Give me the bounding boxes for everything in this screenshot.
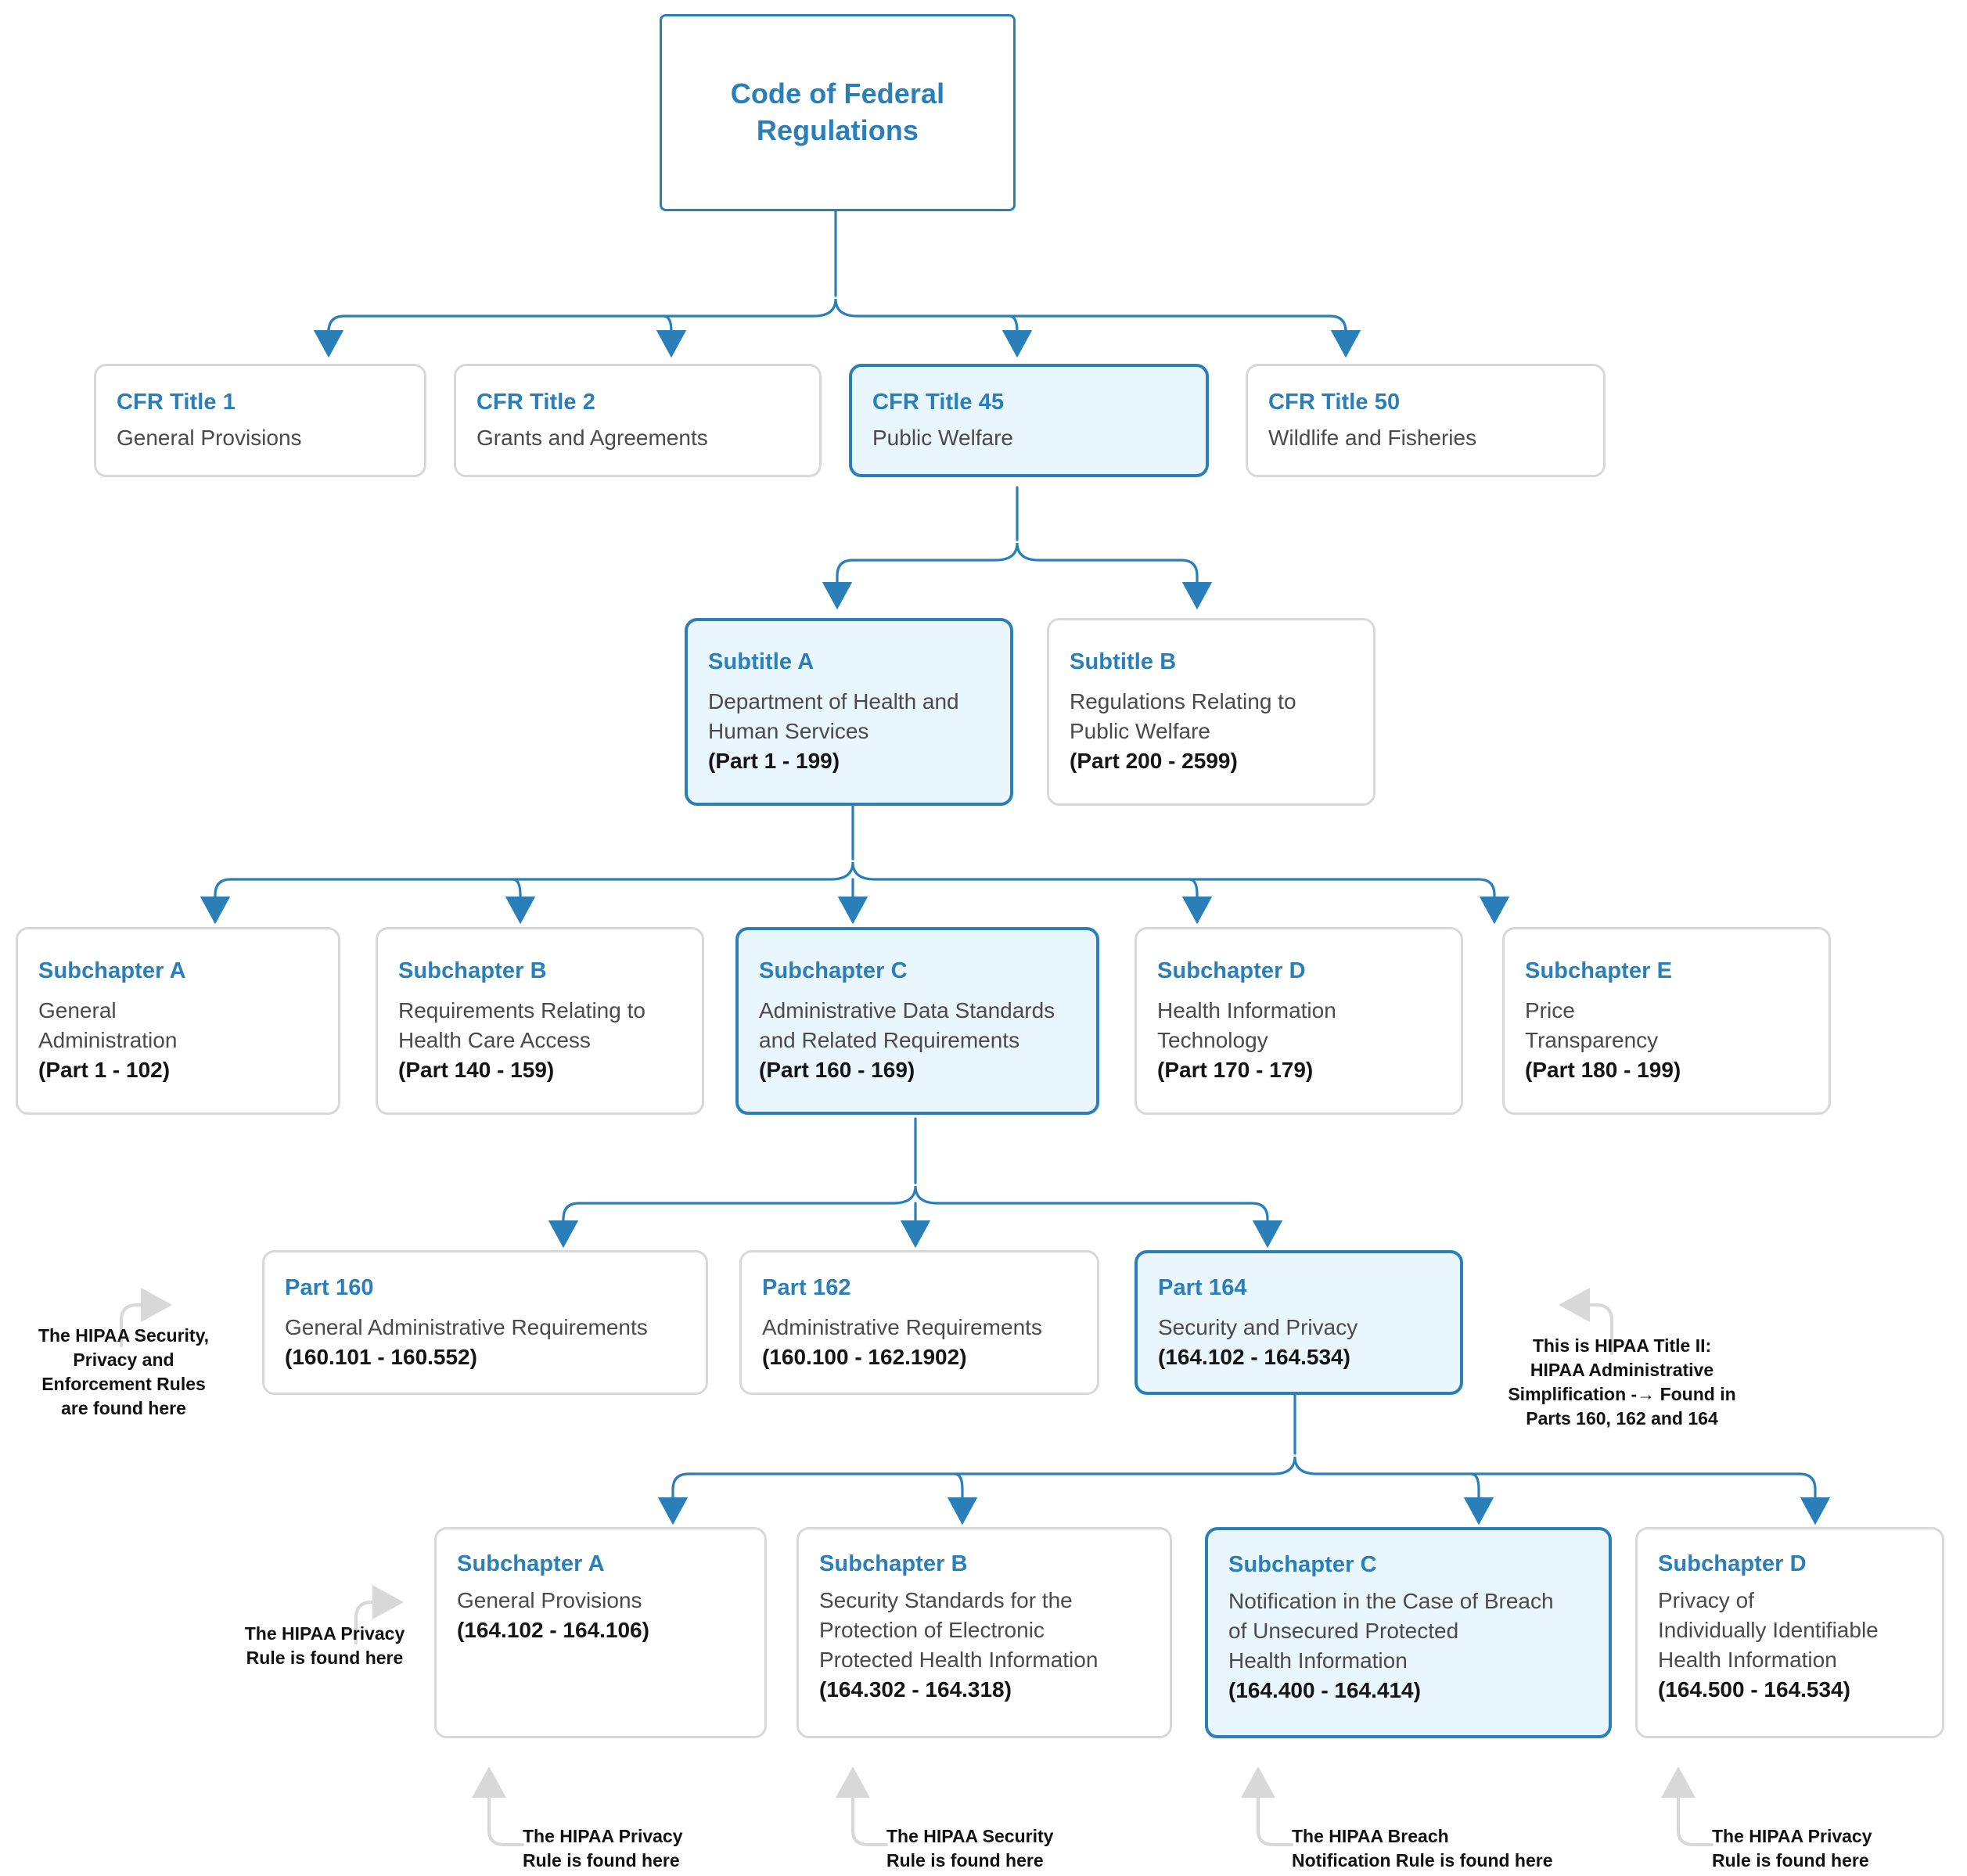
part-164-range: (164.102 - 164.534) — [1158, 1344, 1350, 1369]
subchapter-b-desc-2: Health Care Access — [398, 1028, 591, 1053]
subchapter-d-desc-2: Technology — [1157, 1028, 1268, 1053]
subchapter-c-label: Subchapter C — [759, 958, 908, 984]
root-title-line2: Regulations — [756, 114, 919, 146]
part-160-desc: General Administrative Requirements — [285, 1314, 648, 1339]
annotation-bottom-a: The HIPAA Privacy Rule is found here — [523, 1826, 683, 1871]
node-cfr-title-45[interactable]: CFR Title 45 Public Welfare — [849, 364, 1209, 477]
sub164-d-label: Subchapter D — [1658, 1551, 1807, 1576]
node-164-subchapter-a[interactable]: Subchapter A General Provisions (164.102… — [434, 1527, 767, 1738]
subchapter-e-desc-2: Transparency — [1525, 1028, 1659, 1053]
annotation-part-164: This is HIPAA Title II: HIPAA Administra… — [1508, 1335, 1736, 1429]
sub164-a-desc-1: General Provisions — [457, 1588, 642, 1613]
part-162-range: (160.100 - 162.1902) — [762, 1344, 967, 1369]
subchapter-a-desc-2: Administration — [38, 1028, 178, 1053]
subchapter-d-label: Subchapter D — [1157, 958, 1306, 984]
node-part-160[interactable]: Part 160 General Administrative Requirem… — [262, 1250, 708, 1395]
subtitle-b-label: Subtitle B — [1070, 649, 1177, 675]
node-subchapter-b[interactable]: Subchapter B Requirements Relating to He… — [376, 927, 704, 1115]
node-164-subchapter-d[interactable]: Subchapter D Privacy of Individually Ide… — [1635, 1527, 1944, 1738]
subchapter-c-desc-2: and Related Requirements — [759, 1028, 1020, 1053]
sub164-b-desc-3: Protected Health Information — [819, 1647, 1099, 1672]
sub164-d-desc-3: Health Information — [1658, 1647, 1837, 1672]
node-code-of-federal-regulations[interactable]: Code of Federal Regulations — [660, 14, 1016, 211]
subchapter-d-range: (Part 170 - 179) — [1157, 1058, 1314, 1083]
cfr-title-2-label: CFR Title 2 — [476, 390, 596, 415]
cfr-title-1-desc: General Provisions — [117, 425, 302, 450]
part-160-label: Part 160 — [285, 1274, 374, 1300]
sub164-b-desc-2: Protection of Electronic — [819, 1618, 1045, 1643]
part-160-range: (160.101 - 160.552) — [285, 1344, 477, 1369]
sub164-b-desc-1: Security Standards for the — [819, 1588, 1073, 1613]
node-164-subchapter-b[interactable]: Subchapter B Security Standards for the … — [797, 1527, 1172, 1738]
node-164-subchapter-c[interactable]: Subchapter C Notification in the Case of… — [1205, 1527, 1612, 1738]
node-cfr-title-50[interactable]: CFR Title 50 Wildlife and Fisheries — [1246, 364, 1606, 477]
sub164-a-label: Subchapter A — [457, 1551, 605, 1576]
annotation-bottom-b: The HIPAA Security Rule is found here — [886, 1826, 1054, 1871]
subchapter-e-label: Subchapter E — [1525, 958, 1673, 984]
subchapter-d-desc-1: Health Information — [1157, 998, 1336, 1023]
sub164-c-desc-3: Health Information — [1228, 1648, 1408, 1673]
subtitle-a-desc-2: Human Services — [708, 719, 869, 744]
node-subchapter-c[interactable]: Subchapter C Administrative Data Standar… — [735, 927, 1099, 1115]
cfr-title-45-label: CFR Title 45 — [872, 390, 1005, 415]
node-subtitle-a[interactable]: Subtitle A Department of Health and Huma… — [685, 618, 1013, 806]
sub164-c-range: (164.400 - 164.414) — [1228, 1677, 1421, 1702]
node-cfr-title-1[interactable]: CFR Title 1 General Provisions — [94, 364, 426, 477]
sub164-a-range: (164.102 - 164.106) — [457, 1618, 649, 1643]
subtitle-a-desc-1: Department of Health and — [708, 689, 959, 714]
annotation-164-subchapter-a-left: The HIPAA Privacy Rule is found here — [244, 1623, 405, 1669]
node-part-162[interactable]: Part 162 Administrative Requirements (16… — [739, 1250, 1099, 1395]
sub164-d-desc-1: Privacy of — [1658, 1588, 1754, 1613]
subtitle-b-desc-1: Regulations Relating to — [1070, 689, 1296, 714]
node-subchapter-d[interactable]: Subchapter D Health Information Technolo… — [1135, 927, 1463, 1115]
cfr-title-50-label: CFR Title 50 — [1268, 390, 1401, 415]
subtitle-a-label: Subtitle A — [708, 649, 814, 675]
sub164-b-range: (164.302 - 164.318) — [819, 1677, 1012, 1702]
subchapter-a-desc-1: General — [38, 998, 117, 1023]
subchapter-a-label: Subchapter A — [38, 958, 186, 984]
subchapter-a-range: (Part 1 - 102) — [38, 1058, 171, 1083]
sub164-d-range: (164.500 - 164.534) — [1658, 1677, 1850, 1702]
cfr-title-2-desc: Grants and Agreements — [476, 425, 708, 450]
node-subtitle-b[interactable]: Subtitle B Regulations Relating to Publi… — [1047, 618, 1375, 806]
annotation-bottom-d: The HIPAA Privacy Rule is found here — [1712, 1826, 1872, 1871]
subchapter-e-desc-1: Price — [1525, 998, 1575, 1023]
part-162-desc: Administrative Requirements — [762, 1314, 1042, 1339]
part-162-label: Part 162 — [762, 1274, 851, 1300]
root-title-line1: Code of Federal — [730, 77, 945, 110]
subchapter-b-desc-1: Requirements Relating to — [398, 998, 645, 1023]
cfr-title-45-desc: Public Welfare — [872, 425, 1014, 450]
node-cfr-title-2[interactable]: CFR Title 2 Grants and Agreements — [454, 364, 822, 477]
sub164-c-label: Subchapter C — [1228, 1552, 1377, 1577]
cfr-title-50-desc: Wildlife and Fisheries — [1268, 425, 1477, 450]
node-subchapter-e[interactable]: Subchapter E Price Transparency (Part 18… — [1502, 927, 1831, 1115]
annotation-bottom-c: The HIPAA Breach Notification Rule is fo… — [1292, 1826, 1553, 1871]
subchapter-c-range: (Part 160 - 169) — [759, 1058, 915, 1083]
sub164-c-desc-1: Notification in the Case of Breach — [1228, 1589, 1554, 1614]
sub164-c-desc-2: of Unsecured Protected — [1228, 1619, 1459, 1644]
cfr-title-1-label: CFR Title 1 — [117, 390, 236, 415]
root-title: Code of Federal Regulations — [731, 76, 945, 149]
subtitle-b-desc-2: Public Welfare — [1070, 719, 1211, 744]
subtitle-b-range: (Part 200 - 2599) — [1070, 749, 1238, 774]
subchapter-e-range: (Part 180 - 199) — [1525, 1058, 1681, 1083]
part-164-desc: Security and Privacy — [1158, 1314, 1358, 1339]
subtitle-a-range: (Part 1 - 199) — [708, 749, 840, 774]
part-164-label: Part 164 — [1158, 1274, 1247, 1300]
annotation-part-160: The HIPAA Security, Privacy and Enforcem… — [38, 1325, 210, 1419]
node-subchapter-a[interactable]: Subchapter A General Administration (Par… — [16, 927, 340, 1115]
subchapter-c-desc-1: Administrative Data Standards — [759, 998, 1055, 1023]
node-part-164[interactable]: Part 164 Security and Privacy (164.102 -… — [1135, 1250, 1463, 1395]
subchapter-b-label: Subchapter B — [398, 958, 547, 984]
subchapter-b-range: (Part 140 - 159) — [398, 1058, 555, 1083]
sub164-d-desc-2: Individually Identifiable — [1658, 1618, 1879, 1643]
sub164-b-label: Subchapter B — [819, 1551, 968, 1576]
